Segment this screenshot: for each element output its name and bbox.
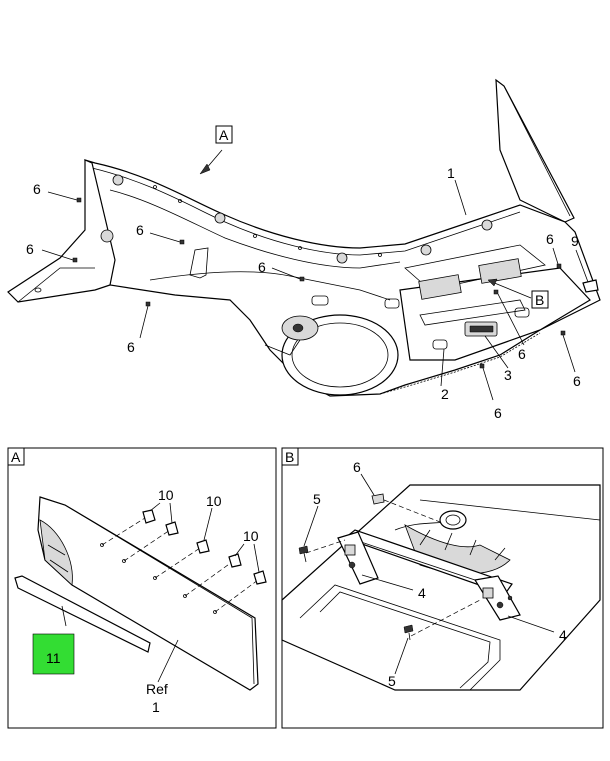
callout-6: 6: [258, 259, 266, 275]
part-11-highlight[interactable]: [32, 633, 75, 675]
callout-6: 6: [26, 241, 34, 257]
clip-part-6: [371, 493, 385, 505]
callout-6: 6: [136, 222, 144, 238]
callout-5: 5: [388, 673, 396, 689]
callout-2: 2: [441, 386, 449, 402]
screws-part-5: [298, 545, 414, 641]
callout-4: 4: [559, 627, 567, 643]
trim-strip-part-11: [14, 575, 151, 653]
detail-B-frame: [281, 447, 604, 729]
callout-9: 9: [571, 233, 579, 249]
clip-holes: [100, 517, 259, 614]
view-A-tag-box: [215, 125, 233, 144]
left-return-panel: [7, 159, 116, 303]
detail-B-tag-box: [281, 447, 299, 466]
callout-6: 6: [353, 459, 361, 475]
hinges-part-4: [337, 531, 521, 621]
detail-A-tag-box: [7, 447, 25, 466]
detail-A-tag: A: [11, 449, 21, 465]
callout-ref-1: 1: [152, 699, 160, 715]
callout-6: 6: [573, 373, 581, 389]
callout-6: 6: [127, 339, 135, 355]
view-B-tag: B: [535, 292, 544, 308]
detail-view-B: B: [281, 447, 604, 729]
callout-10: 10: [206, 493, 222, 509]
detail-B-tag: B: [285, 449, 294, 465]
clips-part-10: [142, 509, 267, 585]
detail-view-A: A: [7, 447, 277, 729]
grab-handle: [189, 247, 209, 279]
callout-10: 10: [243, 528, 259, 544]
callout-11[interactable]: 11: [46, 650, 61, 666]
callout-6: 6: [546, 231, 554, 247]
panel-edge-ref-1: [37, 496, 259, 691]
detail-A-frame: [7, 447, 277, 729]
callout-6: 6: [494, 405, 502, 421]
callout-4: 4: [418, 585, 426, 601]
callout-1: 1: [447, 165, 455, 181]
speaker-opening: [264, 295, 399, 396]
edge-clips: [100, 174, 493, 264]
view-B-tag-box: [531, 290, 549, 309]
callout-ref-label: Ref: [146, 681, 168, 697]
main-leader-lines: [41, 149, 589, 401]
callout-5: 5: [313, 491, 321, 507]
callout-10: 10: [158, 487, 174, 503]
main-assembly-view: A B 1 2 3 6 6 6 6 6 6 6 6 6 9: [7, 78, 601, 421]
view-A-tag: A: [219, 127, 229, 143]
callout-6: 6: [33, 181, 41, 197]
callout-3: 3: [504, 367, 512, 383]
callout-6: 6: [518, 346, 526, 362]
